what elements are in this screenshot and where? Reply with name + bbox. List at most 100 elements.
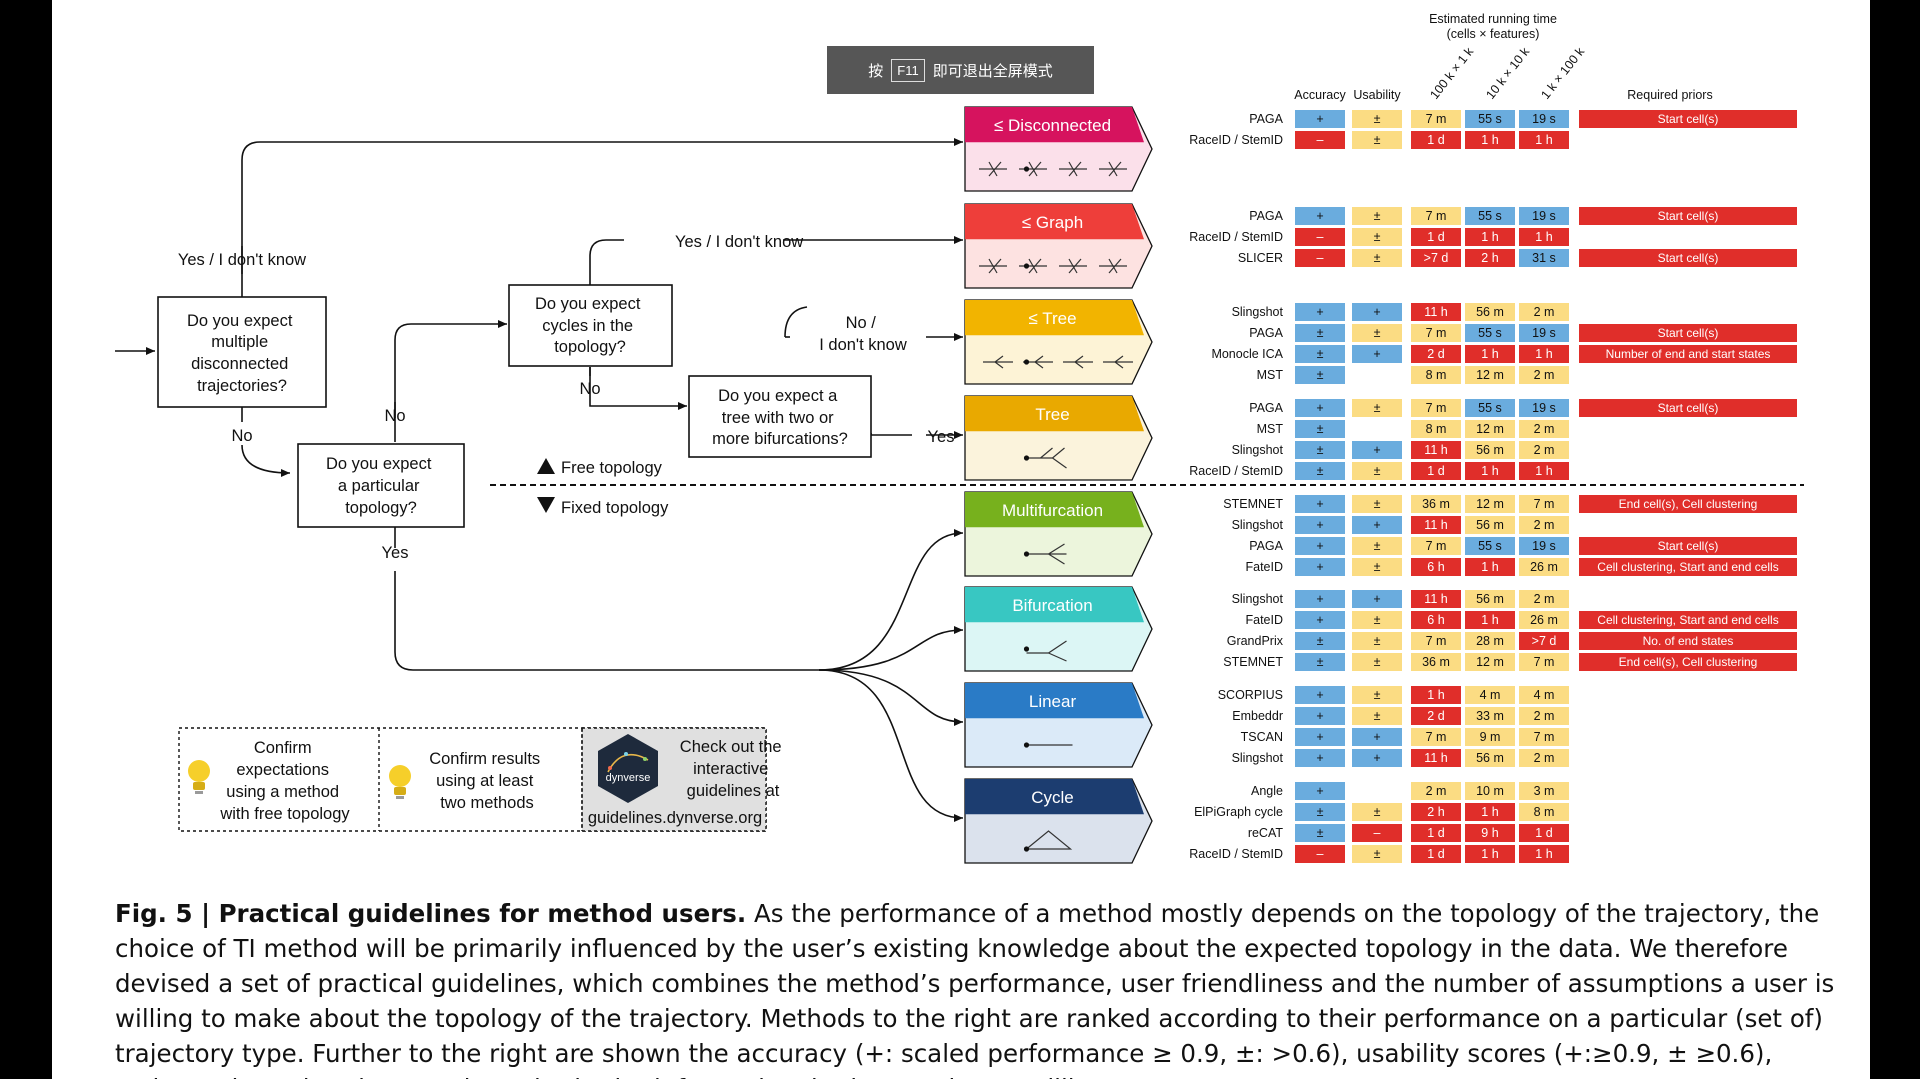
time-cell-2 <box>1465 845 1515 863</box>
time-cell-2-text: 1 h <box>1481 464 1498 478</box>
method-name: reCAT <box>1248 826 1284 840</box>
usability-cell <box>1352 803 1402 821</box>
time-cell-3 <box>1519 228 1569 246</box>
usability-cell-text: ± <box>1374 688 1381 702</box>
accuracy-cell-text: + <box>1316 592 1323 606</box>
time-cell-3 <box>1519 845 1569 863</box>
prior-cell <box>1579 110 1797 128</box>
header-time-3: 1 k × 100 k <box>1538 44 1587 102</box>
time-cell-3-text: 2 m <box>1534 368 1555 382</box>
time-cell-3 <box>1519 420 1569 438</box>
decision-flow-lines <box>115 138 1804 822</box>
prior-text: End cell(s), Cell clustering <box>1619 497 1758 511</box>
topology-box-6: Linear <box>964 682 1153 768</box>
prior-cell <box>1579 207 1797 225</box>
prior-text: Start cell(s) <box>1658 326 1719 340</box>
time-cell-1-text: 1 h <box>1427 688 1444 702</box>
usability-cell <box>1352 399 1402 417</box>
time-cell-1 <box>1411 399 1461 417</box>
time-cell-2 <box>1465 782 1515 800</box>
time-cell-3 <box>1519 782 1569 800</box>
accuracy-cell <box>1295 516 1345 534</box>
time-cell-3 <box>1519 516 1569 534</box>
accuracy-cell <box>1295 345 1345 363</box>
time-cell-1-text: >7 d <box>1424 251 1449 265</box>
time-cell-2-text: 28 m <box>1476 634 1504 648</box>
usability-cell-text: + <box>1373 347 1380 361</box>
method-name: FateID <box>1245 560 1283 574</box>
usability-cell <box>1352 824 1402 842</box>
usability-cell-text: ± <box>1374 251 1381 265</box>
time-cell-2-text: 1 h <box>1481 560 1498 574</box>
accuracy-cell <box>1295 324 1345 342</box>
time-cell-2-text: 12 m <box>1476 422 1504 436</box>
time-cell-2 <box>1465 686 1515 704</box>
accuracy-cell-text: + <box>1316 209 1323 223</box>
time-cell-3-text: 19 s <box>1532 326 1556 340</box>
banner-pre-text: 按 <box>868 62 884 80</box>
dynverse-logo: dynverse <box>598 734 658 803</box>
accuracy-cell <box>1295 611 1345 629</box>
method-name: Slingshot <box>1232 592 1284 606</box>
time-cell-1-text: 1 d <box>1427 230 1444 244</box>
svg-text:Do you expect cycles i: Do you expect cycles in the topology? <box>535 295 645 356</box>
accuracy-cell <box>1295 462 1345 480</box>
accuracy-cell <box>1295 632 1345 650</box>
time-cell-2 <box>1465 611 1515 629</box>
time-cell-3-text: 26 m <box>1530 613 1558 627</box>
time-cell-2 <box>1465 399 1515 417</box>
usability-cell-text: – <box>1374 826 1381 840</box>
accuracy-cell-text: ± <box>1317 655 1324 669</box>
guidelines-url[interactable]: guidelines.dynverse.org <box>588 809 762 827</box>
f11-key[interactable]: F11 <box>891 58 925 82</box>
usability-cell <box>1352 462 1402 480</box>
time-cell-1 <box>1411 228 1461 246</box>
time-cell-2-text: 56 m <box>1476 443 1504 457</box>
accuracy-cell <box>1295 249 1345 267</box>
method-name: Monocle ICA <box>1211 347 1283 361</box>
method-name: RaceID / StemID <box>1189 230 1283 244</box>
time-cell-3 <box>1519 824 1569 842</box>
time-cell-3-text: 7 m <box>1534 655 1555 669</box>
time-cell-2-text: 55 s <box>1478 401 1502 415</box>
time-cell-3 <box>1519 110 1569 128</box>
time-cell-1 <box>1411 537 1461 555</box>
prior-text: No. of end states <box>1643 634 1734 648</box>
time-cell-3-text: 2 m <box>1534 709 1555 723</box>
usability-cell-text: ± <box>1374 464 1381 478</box>
time-cell-2 <box>1465 803 1515 821</box>
time-cell-2 <box>1465 420 1515 438</box>
method-name: PAGA <box>1249 112 1283 126</box>
time-cell-3-text: 2 m <box>1534 305 1555 319</box>
time-cell-3-text: 19 s <box>1532 209 1556 223</box>
accuracy-cell-text: ± <box>1317 443 1324 457</box>
time-cell-3-text: 2 m <box>1534 518 1555 532</box>
lightbulb-icon <box>389 765 411 799</box>
prior-cell <box>1579 249 1797 267</box>
time-cell-1-text: 1 d <box>1427 847 1444 861</box>
time-cell-2 <box>1465 707 1515 725</box>
time-cell-1 <box>1411 324 1461 342</box>
time-cell-3 <box>1519 803 1569 821</box>
time-cell-3 <box>1519 707 1569 725</box>
time-cell-2-text: 1 h <box>1481 805 1498 819</box>
time-cell-1-text: 7 m <box>1426 209 1447 223</box>
flow-labels: Yes / I don't know No Yes / I don't know… <box>178 233 955 562</box>
accuracy-cell-text: + <box>1316 305 1323 319</box>
label-yes-idk-mid: Yes / I don't know <box>675 233 803 251</box>
time-cell-2 <box>1465 345 1515 363</box>
accuracy-cell <box>1295 728 1345 746</box>
usability-cell <box>1352 495 1402 513</box>
usability-cell <box>1352 516 1402 534</box>
time-cell-1 <box>1411 303 1461 321</box>
time-cell-1 <box>1411 207 1461 225</box>
accuracy-cell <box>1295 495 1345 513</box>
accuracy-cell-text: + <box>1316 497 1323 511</box>
